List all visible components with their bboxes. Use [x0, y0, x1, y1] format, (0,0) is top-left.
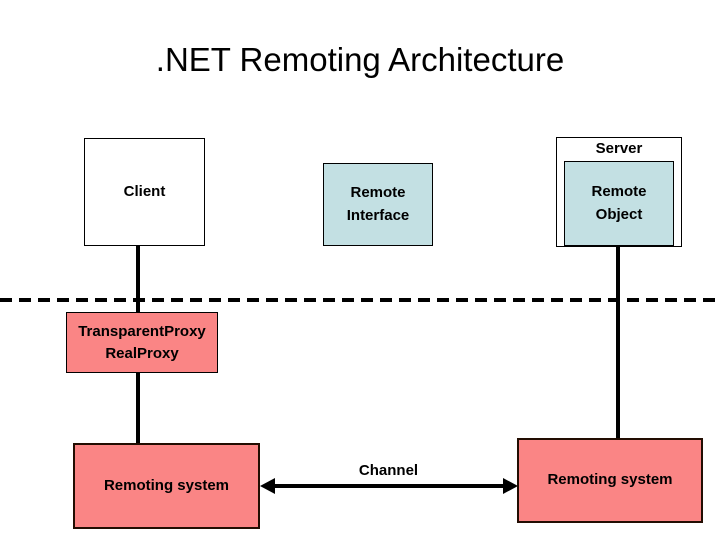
channel-arrowhead-right	[503, 478, 518, 494]
channel-arrow-line	[272, 484, 506, 488]
server-label: Server	[595, 140, 643, 157]
channel-label: Channel	[358, 462, 419, 479]
client-label: Client	[123, 182, 166, 200]
remoting-system-client-box: Remoting system	[73, 443, 260, 529]
transparent-proxy-label-line1: TransparentProxy	[78, 322, 206, 340]
remote-interface-label-line1: Remote	[350, 184, 406, 201]
remoting-system-server-box: Remoting system	[517, 438, 703, 523]
remoting-system-server-label: Remoting system	[547, 471, 673, 489]
slide-title: .NET Remoting Architecture	[155, 41, 565, 78]
transparent-proxy-label-line2: RealProxy	[105, 344, 179, 362]
transparent-proxy-box: TransparentProxy RealProxy	[66, 312, 218, 373]
channel-arrowhead-left	[260, 478, 275, 494]
client-server-boundary-dashed-line	[0, 298, 720, 302]
remote-object-box: Remote Object	[564, 161, 674, 246]
client-box: Client	[84, 138, 205, 246]
remote-object-label-line2: Object	[595, 205, 643, 223]
object-to-remoting-connector-line	[616, 246, 620, 439]
remote-object-label-line1: Remote	[591, 183, 647, 200]
remote-interface-box: Remote Interface	[323, 163, 433, 246]
remoting-system-client-label: Remoting system	[103, 476, 230, 494]
remote-interface-label-line2: Interface	[346, 206, 410, 224]
